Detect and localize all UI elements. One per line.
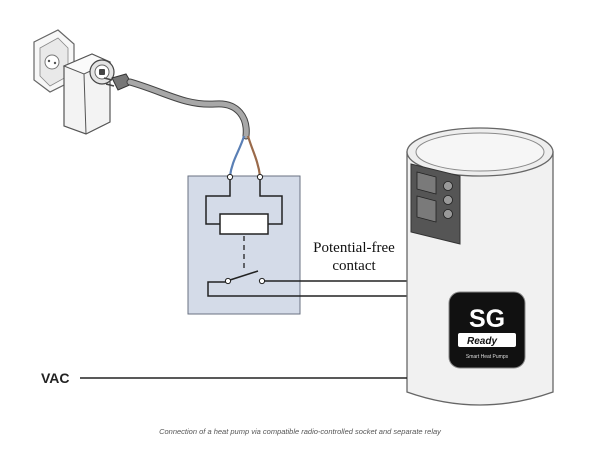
figure-caption: Connection of a heat pump via compatible… [159,427,441,436]
cable-wires [228,135,262,177]
contact-label-line2: contact [332,258,376,274]
badge-sg-text: SG [469,305,505,333]
relay-box [187,173,301,315]
sg-ready-badge: SG Ready Smart Heat Pumps [448,291,526,369]
radio-socket-adapter-icon [62,53,115,135]
badge-subtitle: Smart Heat Pumps [466,354,509,360]
wall-socket-icon [33,29,75,93]
heat-pump-control-panel [410,163,461,245]
power-cable [126,78,250,140]
contact-label-line1: Potential-free [313,240,395,256]
contact-wires [300,280,407,297]
relay-contact-switch [229,270,259,281]
relay-coil [219,213,269,235]
vac-label: VAC [41,370,70,386]
badge-ready-text: Ready [467,336,497,347]
